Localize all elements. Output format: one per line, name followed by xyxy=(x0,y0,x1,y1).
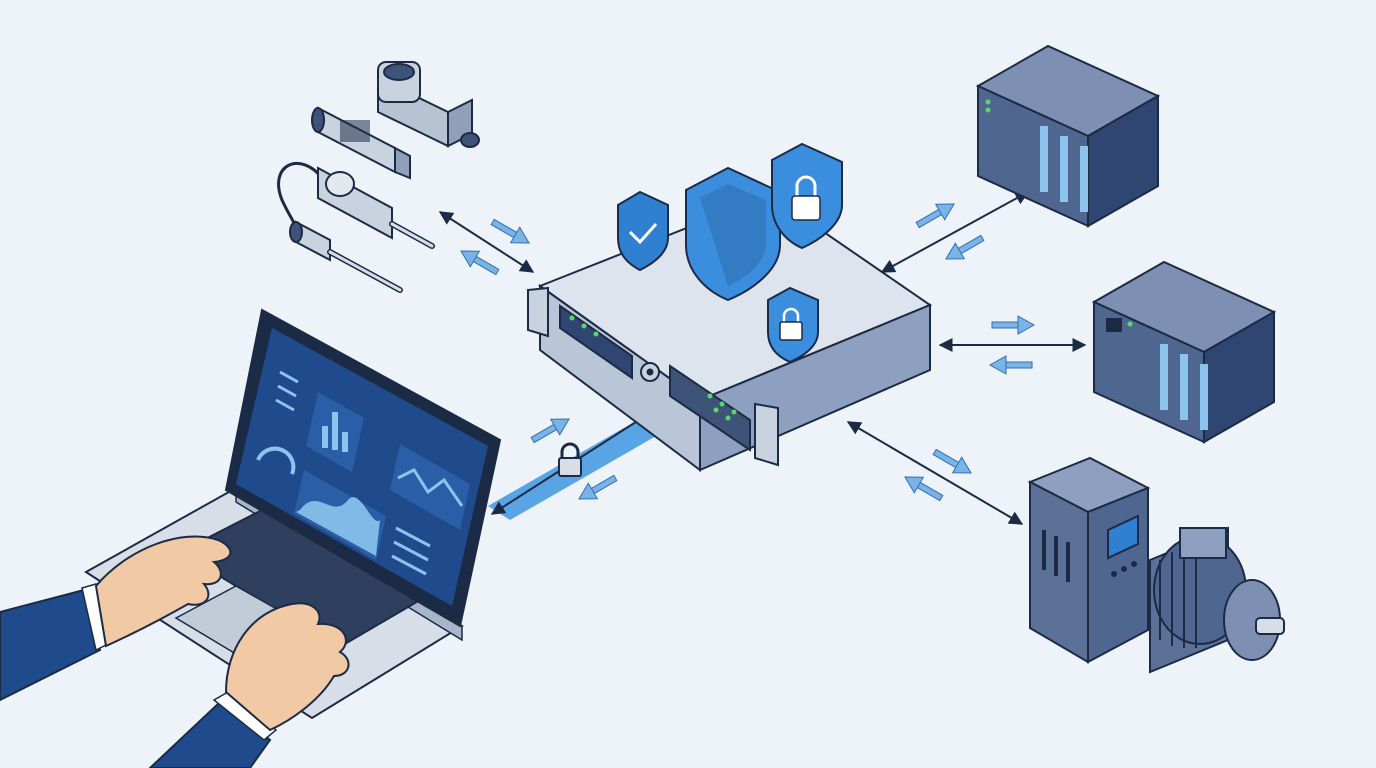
port-led xyxy=(719,401,725,407)
gear-icon xyxy=(640,362,660,382)
vent-slots xyxy=(1042,530,1070,582)
plc-rack-middle xyxy=(1093,261,1275,443)
port-led xyxy=(713,407,719,413)
tunnel-lock-icon xyxy=(558,442,582,477)
port-led xyxy=(731,409,737,415)
secure-gateway xyxy=(527,142,933,472)
dashboard-list xyxy=(391,526,431,576)
laptop xyxy=(84,308,502,720)
temperature-probe xyxy=(289,220,403,293)
electric-motor xyxy=(1149,526,1285,674)
sensor-group xyxy=(277,61,480,293)
status-led xyxy=(985,107,991,113)
dashboard-chart-line xyxy=(390,444,470,530)
cooling-fins xyxy=(1159,544,1197,648)
shield-lock-icon xyxy=(771,142,843,250)
link-plc-top-to-gateway xyxy=(880,191,1030,273)
module-slots xyxy=(1160,344,1208,430)
variable-frequency-drive xyxy=(1027,456,1151,664)
link-drive-to-gateway xyxy=(846,421,1024,525)
status-led xyxy=(569,315,575,321)
plc-rack-top xyxy=(977,45,1159,227)
port-led xyxy=(725,415,731,421)
front-display xyxy=(559,304,633,380)
shield-lock-icon xyxy=(767,286,819,364)
vfd-display xyxy=(1107,514,1139,560)
motor-shaft xyxy=(1255,617,1285,635)
plc-display xyxy=(1106,318,1122,332)
terminal-box xyxy=(1179,527,1227,559)
status-led xyxy=(985,99,991,105)
laptop-screen xyxy=(236,328,488,606)
connection-links xyxy=(438,191,1087,525)
right-hand xyxy=(148,602,350,768)
vfd-keypad xyxy=(1111,561,1137,577)
shield-icon xyxy=(685,166,781,302)
cabled-sensor xyxy=(277,161,435,249)
link-sensors-to-gateway xyxy=(438,211,535,273)
port-panel xyxy=(669,364,751,452)
port-led xyxy=(707,393,713,399)
status-led xyxy=(593,331,599,337)
gauge-icon xyxy=(256,446,296,475)
dashboard-sidebar xyxy=(275,370,299,412)
operator-hands xyxy=(0,535,350,768)
module-slots xyxy=(1040,126,1088,212)
shield-check-icon xyxy=(617,190,669,272)
dashboard xyxy=(256,370,470,576)
status-led xyxy=(1127,321,1133,327)
left-hand xyxy=(0,535,232,702)
status-led xyxy=(581,323,587,329)
rack-ear-left xyxy=(527,286,549,338)
pressure-sensor xyxy=(311,106,411,180)
rack-ear-right xyxy=(754,402,779,467)
pressure-transmitter xyxy=(377,61,480,148)
